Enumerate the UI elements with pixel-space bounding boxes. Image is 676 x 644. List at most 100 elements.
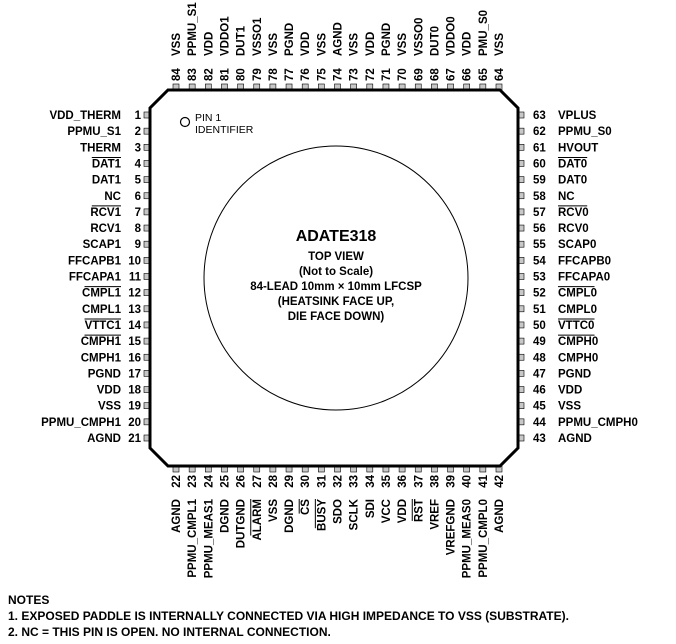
die-outline-circle — [203, 145, 469, 411]
pin-number-54: 54 — [533, 255, 546, 267]
pin-name-34: SDI — [365, 499, 377, 518]
part-number: ADATE318 — [296, 228, 377, 245]
pin-name-16: CMPH1 — [81, 352, 122, 364]
pin-name-20: PPMU_CMPH1 — [41, 417, 121, 429]
pin-number-12: 12 — [128, 288, 141, 300]
pin-name-68: DUT0 — [429, 26, 441, 56]
pin-number-36: 36 — [397, 475, 409, 488]
pin-name-33: SCLK — [349, 498, 361, 530]
pin-number-9: 9 — [135, 239, 141, 251]
pin-number-29: 29 — [284, 475, 296, 488]
pin-number-3: 3 — [135, 142, 141, 154]
pin-configuration-diagram: PIN 1 IDENTIFIER ADATE318 TOP VIEW (Not … — [41, 2, 638, 579]
pin-number-5: 5 — [135, 175, 142, 187]
pin-number-8: 8 — [135, 223, 142, 235]
pin-name-12: CMPL1 — [82, 288, 122, 300]
pin-number-60: 60 — [533, 158, 546, 170]
pin-number-38: 38 — [429, 474, 441, 487]
pin-number-48: 48 — [533, 352, 546, 364]
pin-name-36: VDD — [397, 499, 409, 523]
pin1-label-line2: IDENTIFIER — [195, 124, 254, 136]
pin-name-3: THERM — [80, 142, 121, 154]
pin-number-77: 77 — [284, 68, 296, 81]
pin-name-18: VDD — [97, 385, 121, 397]
pin-name-2: PPMU_S1 — [67, 126, 121, 138]
pin-number-78: 78 — [268, 68, 280, 81]
pin-name-32: SDO — [333, 499, 345, 524]
pin-name-1: VDD_THERM — [49, 110, 121, 122]
pin-number-19: 19 — [128, 401, 141, 413]
pin-number-76: 76 — [300, 68, 312, 81]
pin-number-75: 75 — [316, 68, 328, 81]
pin-number-84: 84 — [171, 68, 183, 81]
pin-number-68: 68 — [429, 68, 441, 81]
pin-number-53: 53 — [533, 272, 546, 284]
pin-number-7: 7 — [135, 207, 141, 219]
pin-name-50: VTTC0 — [558, 320, 594, 332]
pin-number-23: 23 — [187, 475, 199, 488]
pin-name-74: AGND — [333, 22, 345, 56]
pin-number-18: 18 — [128, 385, 141, 397]
pin-number-17: 17 — [128, 368, 141, 380]
pin-name-43: AGND — [558, 433, 592, 445]
pin-name-10: FFCAPB1 — [68, 255, 122, 267]
pin-number-55: 55 — [533, 239, 546, 251]
pin-number-65: 65 — [478, 68, 490, 81]
pin-number-30: 30 — [300, 475, 312, 488]
pin-name-48: CMPH0 — [558, 352, 598, 364]
pin-name-61: HVOUT — [558, 142, 598, 154]
pin-number-10: 10 — [128, 255, 141, 267]
pin-number-63: 63 — [533, 110, 546, 122]
pin-number-57: 57 — [533, 207, 546, 219]
pin-name-51: CMPL0 — [558, 304, 597, 316]
pin-name-29: DGND — [284, 499, 296, 533]
pin-number-80: 80 — [236, 68, 248, 81]
pin-number-58: 58 — [533, 191, 546, 203]
pin-name-8: RCV1 — [90, 223, 121, 235]
pin-number-34: 34 — [365, 474, 377, 487]
pin-number-31: 31 — [316, 474, 328, 487]
pin-number-56: 56 — [533, 223, 546, 235]
pin-name-81: VDDO1 — [219, 16, 231, 56]
pin-number-13: 13 — [128, 304, 141, 316]
view-line-3: 84-LEAD 10mm × 10mm LFCSP — [250, 281, 422, 293]
pin-name-70: VSS — [397, 33, 409, 56]
pin-number-51: 51 — [533, 304, 546, 316]
pin-number-37: 37 — [413, 475, 425, 488]
pin-number-50: 50 — [533, 320, 546, 332]
pin-name-77: PGND — [284, 23, 296, 56]
notes-section: NOTES 1. EXPOSED PADDLE IS INTERNALLY CO… — [8, 592, 569, 640]
pin-number-14: 14 — [128, 320, 141, 332]
pin-name-78: VSS — [268, 33, 280, 56]
pin-number-83: 83 — [187, 68, 199, 81]
pin-name-21: AGND — [87, 433, 121, 445]
pin-number-82: 82 — [203, 68, 215, 81]
pin-name-24: PPMU_MEAS1 — [203, 498, 215, 578]
pin-name-72: VDD — [365, 32, 377, 56]
pin-number-27: 27 — [252, 475, 264, 488]
pin-name-83: PPMU_S1 — [187, 2, 199, 56]
pin-number-67: 67 — [446, 68, 458, 81]
pin-name-14: VTTC1 — [85, 320, 122, 332]
pin-number-6: 6 — [135, 191, 141, 203]
pin-number-47: 47 — [533, 368, 546, 380]
pin-name-28: VSS — [268, 499, 280, 522]
pin-name-22: AGND — [171, 499, 183, 533]
pin-name-40: PPMU_MEAS0 — [462, 499, 474, 578]
view-line-2: (Not to Scale) — [299, 266, 373, 278]
pin-name-26: DUTGND — [236, 499, 248, 548]
pin-name-69: VSSO0 — [413, 18, 425, 56]
pin-number-69: 69 — [413, 68, 425, 81]
pin-number-16: 16 — [128, 352, 141, 364]
pin-number-2: 2 — [135, 126, 141, 138]
pin-number-49: 49 — [533, 336, 546, 348]
pin-number-28: 28 — [268, 474, 280, 487]
notes-title: NOTES — [8, 593, 50, 607]
pin-name-39: VREFGND — [446, 499, 458, 555]
pin-name-71: PGND — [381, 23, 393, 56]
pin-number-46: 46 — [533, 385, 546, 397]
package-body — [148, 88, 520, 468]
pin-name-60: DAT0 — [558, 158, 587, 170]
pin-number-41: 41 — [478, 474, 490, 487]
pin-number-33: 33 — [349, 475, 361, 488]
